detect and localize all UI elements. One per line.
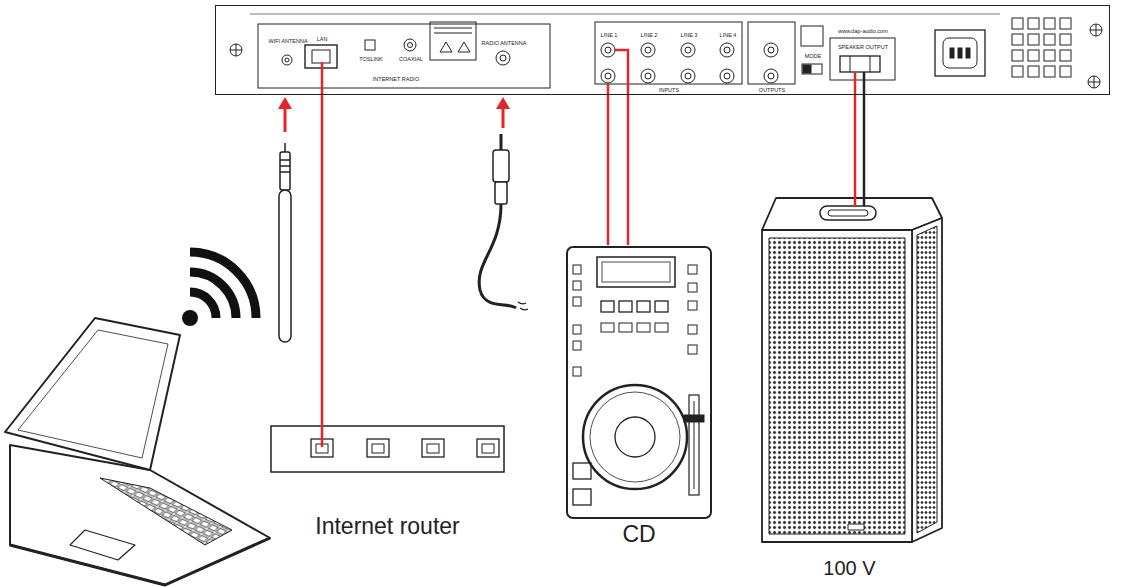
cd-player-drawing [565, 245, 713, 521]
cable-connector [854, 95, 857, 190]
panel-wire-stubs [322, 50, 864, 95]
device-label: 100 V [823, 558, 875, 578]
insert-arrow [278, 97, 510, 132]
panel-label: www.dap-audio.com [838, 28, 888, 34]
radio-antenna-cable [479, 134, 528, 310]
rear-panel-details [230, 14, 1102, 88]
panel-label: WIFI ANTENNA [268, 38, 307, 44]
panel-label: LAN [317, 36, 328, 42]
panel-label: LINE 3 [681, 32, 698, 38]
panel-label: TOSLINK [359, 56, 382, 62]
panel-label: INPUTS [659, 87, 679, 93]
router-drawing [270, 425, 505, 485]
speaker-drawing [752, 190, 947, 552]
panel-label: RADIO ANTENNA [482, 40, 527, 46]
panel-label: INTERNET RADIO [373, 76, 419, 82]
cd-player: CD [565, 245, 713, 549]
wifi-symbol [182, 252, 256, 326]
router-box: Internet router [270, 425, 505, 547]
speaker: 100 V [752, 190, 947, 580]
laptop-illustration [5, 318, 270, 585]
cable-connector [321, 95, 324, 425]
device-label: CD [622, 521, 655, 547]
rear-panel: WIFI ANTENNA LAN TOSLINK COAXIAL INTERNET RA… [215, 5, 1110, 95]
cable-connector [627, 95, 630, 245]
panel-label: MODE [805, 53, 822, 59]
device-label: Internet router [315, 513, 459, 539]
wifi-antenna [279, 143, 291, 342]
panel-label: OUTPUTS [759, 87, 785, 93]
panel-label: SPEAKER OUTPUT [838, 44, 888, 50]
panel-label: LINE 4 [720, 32, 737, 38]
cable-connector [863, 95, 866, 190]
cable-connector [607, 95, 610, 245]
panel-label: LINE 1 [601, 32, 618, 38]
panel-label: COAXIAL [399, 56, 423, 62]
panel-label: LINE 2 [641, 32, 658, 38]
